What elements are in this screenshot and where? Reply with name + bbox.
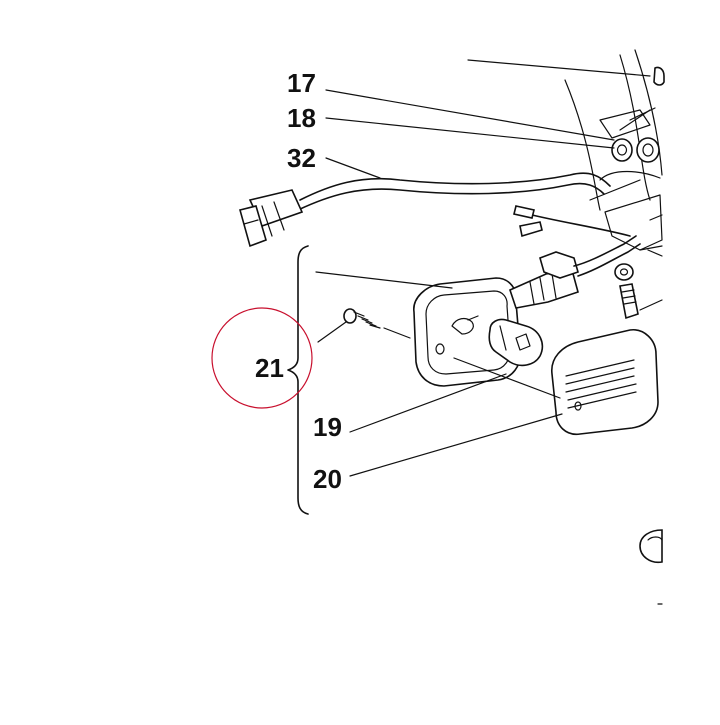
leader-line-housing <box>315 271 453 289</box>
lower-right-bracket-part <box>639 529 663 605</box>
leader-line-screw <box>317 321 347 343</box>
screw-part <box>343 308 381 329</box>
lens-part-20 <box>551 329 659 436</box>
leader-line-20 <box>349 413 563 477</box>
part-label-21: 21 <box>255 353 284 383</box>
nut-part-17 <box>636 137 660 163</box>
leader-line-18 <box>325 117 615 149</box>
leader-lines <box>315 89 615 477</box>
washer-bolt-part <box>614 249 663 320</box>
upper-bracket-assembly <box>467 49 665 251</box>
part-label-19: 19 <box>313 412 342 442</box>
leader-line-screw-to-housing <box>383 327 411 339</box>
leader-line-17 <box>325 89 615 141</box>
leader-line-housing-lens <box>453 357 561 399</box>
group-bracket-21 <box>287 245 309 515</box>
part-label-20: 20 <box>313 464 342 494</box>
part-label-32: 32 <box>287 143 316 173</box>
part-label-17: 17 <box>287 68 316 98</box>
leader-line-19 <box>349 373 507 433</box>
wiring-harness-part-32 <box>239 172 631 248</box>
part-label-18: 18 <box>287 103 316 133</box>
nut-part-18 <box>611 138 633 162</box>
lamp-housing-part-19 <box>413 235 641 387</box>
leader-line-32 <box>325 157 381 179</box>
highlight-circle <box>211 307 313 409</box>
